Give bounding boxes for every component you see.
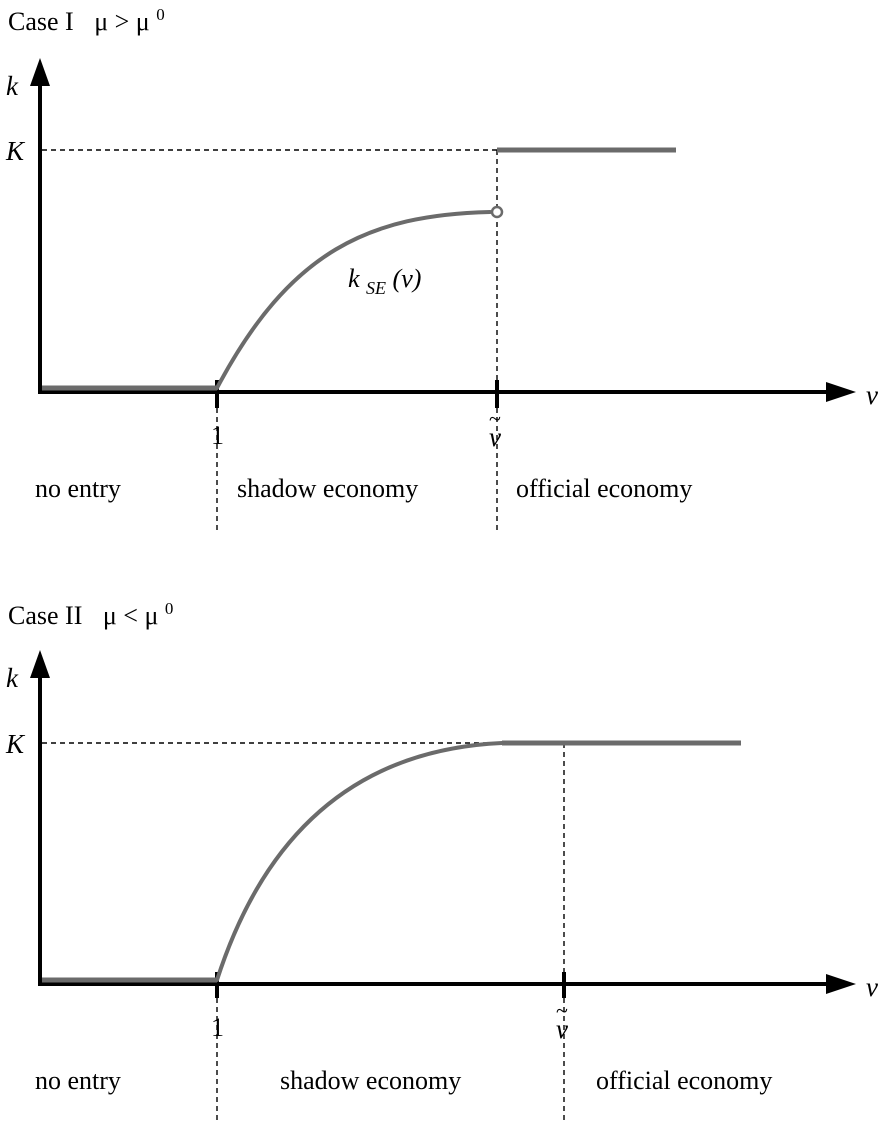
case2-tick-one-label: 1 — [211, 1013, 224, 1042]
case2-title-condition: μ < μ — [103, 601, 159, 630]
case1-open-endpoint — [490, 205, 504, 219]
case1-kse-curve — [215, 210, 492, 390]
case1-title-sup: 0 — [156, 5, 165, 24]
case1-panel: Case I μ > μ 0 k v K 1 ~ v k SE — [5, 5, 878, 532]
case1-vtilde-label: v — [489, 422, 501, 452]
case1-title: Case I μ > μ 0 — [8, 5, 165, 36]
case1-curve-label-sub: SE — [366, 278, 386, 298]
case2-region-no-entry: no entry — [35, 1066, 121, 1095]
case2-y-axis-arrow — [30, 650, 50, 678]
case1-curve-label-base: k — [348, 264, 360, 293]
case2-title-sup: 0 — [165, 599, 174, 618]
case2-y-axis-label: k — [6, 663, 19, 693]
case2-x-axis-label: v — [866, 972, 878, 1002]
case1-region-official: official economy — [516, 474, 692, 503]
case1-curve-label: k SE (v) — [348, 264, 421, 300]
case1-x-axis-label: v — [866, 380, 878, 410]
case1-title-condition: μ > μ — [94, 7, 150, 36]
case2-x-axis-arrow — [826, 974, 856, 994]
case2-title-case: Case II — [8, 601, 82, 630]
case2-region-official: official economy — [596, 1066, 772, 1095]
case2-panel: Case II μ < μ 0 k v K 1 ~ v no entry sha… — [5, 599, 878, 1124]
case2-kse-curve — [215, 741, 504, 982]
case1-y-axis-label: k — [6, 71, 19, 101]
case2-vtilde-accent: ~ — [556, 998, 568, 1023]
case1-curve-label-arg: (v) — [393, 264, 422, 293]
case1-y-axis-arrow — [30, 58, 50, 86]
case2-title: Case II μ < μ 0 — [8, 599, 173, 630]
case1-tick-one-label: 1 — [211, 421, 224, 450]
case1-x-axis-arrow — [826, 382, 856, 402]
case2-k-level-label: K — [5, 729, 26, 759]
case2-region-shadow: shadow economy — [280, 1066, 461, 1095]
case1-region-no-entry: no entry — [35, 474, 121, 503]
case1-k-level-label: K — [5, 136, 26, 166]
case1-vtilde-accent: ~ — [489, 406, 501, 431]
case1-title-case: Case I — [8, 7, 74, 36]
case1-region-shadow: shadow economy — [237, 474, 418, 503]
case2-vtilde-label: v — [556, 1014, 568, 1044]
